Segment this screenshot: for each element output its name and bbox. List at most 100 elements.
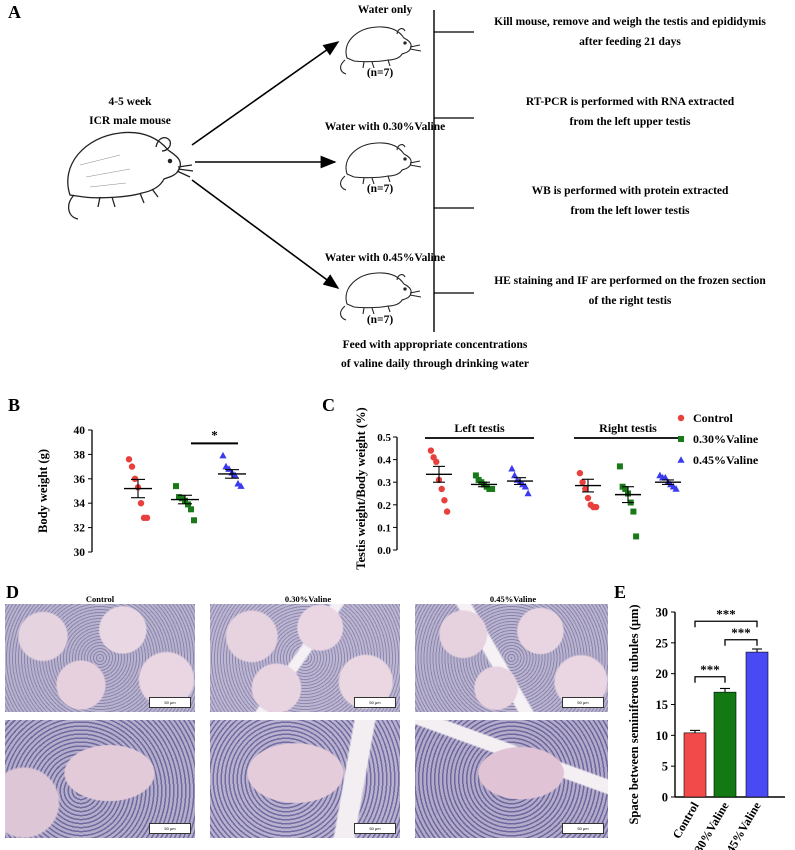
data-point [633, 533, 640, 540]
step-2-line-2: from the left upper testis [569, 116, 691, 128]
data-point [143, 514, 151, 522]
column-title-control: Control [85, 594, 115, 604]
group-label-045: Water with 0.45%Valine [324, 252, 446, 264]
panel-a-letter: A [8, 2, 21, 22]
data-point [489, 485, 496, 492]
y-tick-label: 34 [74, 498, 86, 510]
data-point [630, 508, 637, 515]
group-label-water-only: Water only [357, 4, 413, 16]
y-tick-label: 36 [74, 474, 86, 486]
legend-label: Control [693, 411, 733, 425]
step-4-line-2: of the right testis [588, 295, 672, 307]
group-n-2: (n=7) [366, 183, 394, 195]
significance-label: *** [731, 625, 751, 640]
step-2-line-1: RT-PCR is performed with RNA extracted [525, 96, 735, 108]
legend-marker [677, 456, 685, 463]
data-point [592, 503, 600, 511]
chart-c-testis-ratio: 0.0 0.1 0.2 0.3 0.4 0.5 Testis weight/Body wei… [354, 407, 759, 569]
y-tick-label: 0.3 [377, 477, 391, 489]
data-point [438, 485, 445, 493]
feed-note-line-2: of valine daily through drinking water [341, 358, 529, 370]
data-point [128, 463, 136, 470]
y-tick-label: 0.0 [377, 545, 391, 557]
significance-label: * [211, 427, 218, 442]
scale-bar: 50 μm [354, 697, 396, 708]
data-point [237, 482, 245, 489]
bar [683, 732, 707, 798]
group-n-1: (n=7) [366, 67, 394, 79]
data-point [191, 517, 197, 524]
micrograph-045-low: 50 μm [415, 604, 608, 712]
x-tick-label: Control [670, 799, 702, 841]
arrow-bottom [191, 179, 340, 289]
y-tick-label: 0 [662, 791, 668, 805]
y-tick-label: 38 [74, 449, 86, 461]
group-n-3: (n=7) [366, 314, 394, 326]
data-point [508, 464, 516, 472]
data-point [173, 483, 179, 490]
group-title: Left testis [454, 421, 505, 435]
y-tick-label: 0.5 [377, 432, 391, 444]
y-tick-label: 0.2 [377, 500, 391, 512]
data-point [521, 482, 529, 490]
y-axis-label: Testis weight/Body weight (%) [354, 407, 368, 569]
y-tick-label: 20 [656, 667, 669, 681]
legend-label: 0.45%Valine [693, 453, 759, 467]
data-point [231, 471, 239, 478]
y-tick-label: 10 [656, 729, 669, 743]
y-tick-label: 0.1 [377, 522, 391, 534]
y-tick-label: 40 [74, 425, 86, 437]
y-tick-label: 30 [656, 606, 669, 620]
data-point [131, 475, 139, 482]
data-point [125, 456, 133, 463]
y-tick-label: 32 [74, 523, 86, 535]
significance-label: *** [700, 662, 720, 677]
large-mouse-icon [67, 131, 194, 220]
data-point [441, 497, 448, 504]
data-point [672, 485, 680, 492]
small-mouse-icon-3 [340, 272, 422, 321]
data-point [616, 463, 623, 470]
y-axis-label: Body weight (g) [36, 449, 50, 533]
mouse-strain-label: ICR male mouse [89, 115, 171, 127]
data-point [472, 472, 479, 479]
panel-c-letter: C [322, 395, 335, 415]
data-point [576, 469, 584, 477]
significance-bracket [694, 620, 758, 628]
legend-label: 0.30%Valine [693, 432, 759, 446]
panel-e-letter: E [614, 582, 627, 602]
panel-d-letter: D [6, 582, 19, 602]
data-point [524, 489, 532, 497]
significance-label: *** [716, 606, 736, 621]
micrograph-030-high: 50 μm [210, 720, 400, 838]
y-tick-label: 25 [656, 636, 669, 650]
data-point [443, 508, 451, 515]
data-point [582, 485, 589, 493]
step-1-line-2: after feeding 21 days [579, 36, 681, 48]
y-tick-label: 0.4 [377, 455, 391, 467]
legend-marker [678, 436, 684, 442]
legend-marker [677, 414, 685, 422]
y-tick-label: 5 [662, 760, 668, 774]
micrograph-control-high: 50 μm [5, 720, 195, 838]
mouse-age-label: 4-5 week [108, 96, 152, 108]
scale-bar: 50 μm [562, 697, 604, 708]
step-4-line-1: HE staining and IF are performed on the … [494, 275, 766, 287]
data-point [622, 485, 629, 492]
micrograph-control-low: 50 μm [5, 604, 195, 712]
group-label-030: Water with 0.30%Valine [324, 121, 446, 133]
arrow-top [191, 41, 340, 146]
step-3-line-1: WB is performed with protein extracted [531, 185, 729, 197]
scale-bar: 50 μm [149, 823, 191, 834]
micrograph-045-high: 50 μm [415, 720, 608, 838]
data-point [433, 458, 440, 466]
panel-a-schematic [67, 10, 474, 332]
scale-bar: 50 μm [562, 823, 604, 834]
data-point [661, 473, 669, 481]
scale-bar: 50 μm [354, 823, 396, 834]
bar [745, 651, 769, 798]
y-tick-label: 30 [74, 547, 86, 559]
panel-b-letter: B [8, 395, 21, 415]
